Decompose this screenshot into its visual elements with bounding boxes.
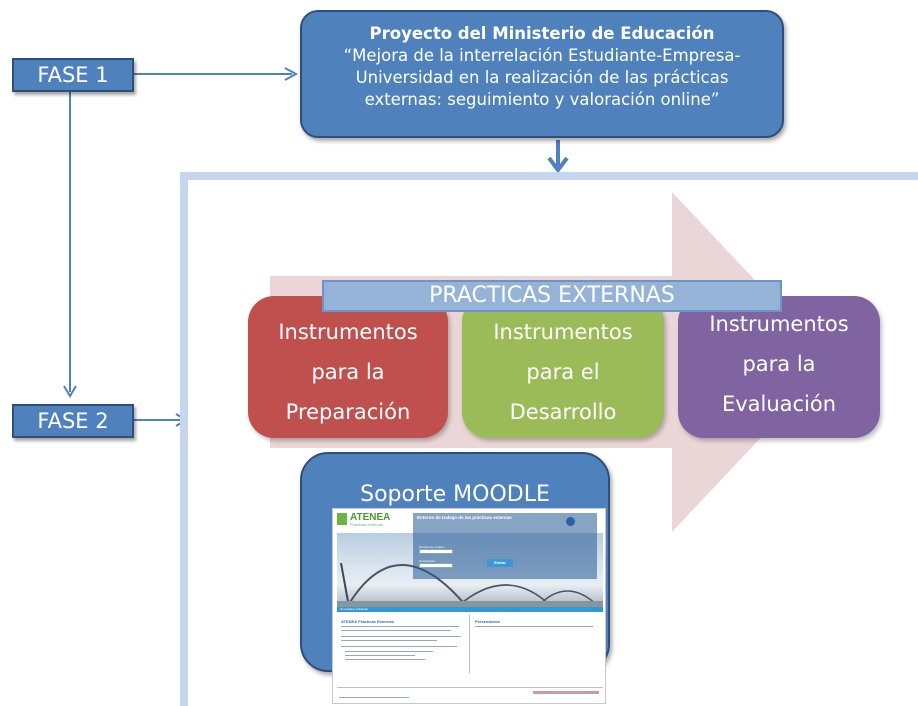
bridge-arches-image [337,562,603,607]
instrument-line-2: para la [742,352,816,376]
footer-text [339,697,409,698]
moodle-screenshot: ATENEA Prácticas externas Entorno de tra… [332,508,606,704]
text-line [341,640,437,641]
text-line [475,626,593,627]
project-title: Proyecto del Ministerio de Educación [369,24,715,43]
login-panel [413,513,597,579]
screenshot-right-heading: Presentación [475,619,501,624]
instrument-line-1: Instrumentos [709,312,849,336]
instrument-line-3: Desarrollo [509,400,617,424]
screenshot-left-heading: ATENEA Prácticas Externas [341,619,394,624]
text-line [341,626,459,627]
fase1-to-fase2-arrowhead [63,385,77,398]
login-panel-title: Entorno de trabajo de las prácticas exte… [417,515,512,520]
atenea-logo-text: ATENEA [350,512,391,523]
instrument-line-2: para la [311,360,385,384]
fase2-box: FASE 2 [12,404,134,438]
fase2-label: FASE 2 [37,409,109,433]
instrument-box-evaluacion: Instrumentos para la Evaluación [678,296,880,438]
screenshot-nav-bar [337,607,603,612]
project-line-2: Universidad en la realización de las prá… [355,68,729,87]
login-button[interactable]: Entrar [487,559,513,567]
atenea-logo-icon [337,513,347,525]
instrument-line-2: para el [526,360,600,384]
practicas-externas-banner: PRACTICAS EXTERNAS [322,280,782,312]
instrument-line-3: Evaluación [721,392,837,416]
username-input[interactable] [419,549,453,554]
phase2-panel-frame [180,172,918,706]
project-to-panel-arrowhead [547,156,569,174]
text-line [341,636,461,637]
project-line-3: externas: seguimiento y valoración onlin… [364,90,720,109]
footer-divider [337,687,603,688]
project-box: Proyecto del Ministerio de Educación “Me… [300,10,784,138]
instrument-box-desarrollo: Instrumentos para el Desarrollo [462,296,664,438]
username-label: Nombre de usuario [419,545,445,549]
text-line [345,659,425,660]
atenea-logo-subtitle: Prácticas externas [350,522,383,527]
instrument-line-3: Preparación [285,400,411,424]
project-line-1: “Mejora de la interrelación Estudiante-E… [343,46,741,65]
instrument-box-preparacion: Instrumentos para la Preparación [248,296,448,438]
password-label: Contraseña [419,559,435,563]
fase1-label: FASE 1 [37,63,109,87]
text-line [341,630,451,631]
text-line [345,651,433,652]
text-line [345,655,415,656]
fase1-to-project-arrowhead [284,67,299,81]
screenshot-nav-label: Novedades prácticas [340,607,369,611]
password-input[interactable] [419,563,453,568]
column-divider [469,615,470,673]
instrument-line-1: Instrumentos [493,320,633,344]
footer-logos [533,691,599,694]
moodle-title: Soporte MOODLE [360,482,550,507]
fase1-box: FASE 1 [12,58,134,92]
text-line [341,646,457,647]
instrument-line-1: Instrumentos [278,320,418,344]
